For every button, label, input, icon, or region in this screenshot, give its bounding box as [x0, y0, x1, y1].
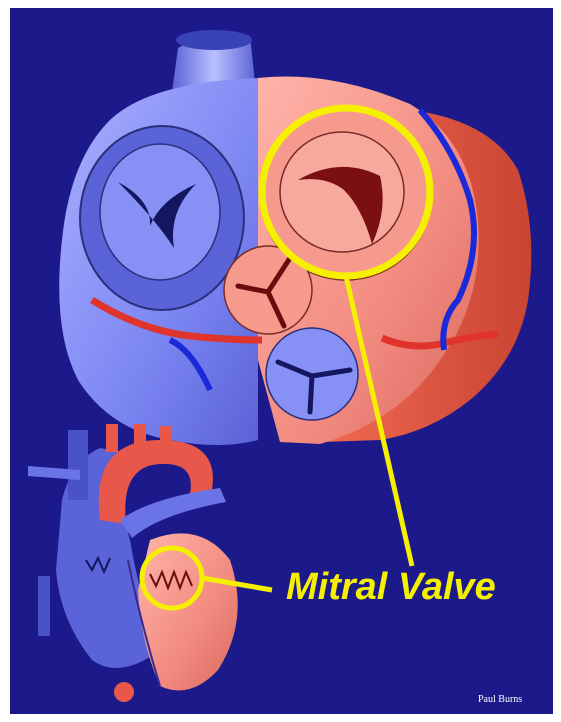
aortic-branch-2: [134, 424, 146, 446]
aortic-branch-1: [106, 424, 118, 452]
author-credit: Paul Burns: [478, 694, 522, 705]
mitral-valve-annulus: [280, 132, 404, 252]
aortic-branch-3: [160, 426, 172, 446]
superior-vena-cava: [68, 430, 88, 500]
vessel-opening: [176, 30, 252, 50]
inferior-vena-cava: [38, 576, 50, 636]
apex-vessel: [114, 682, 134, 702]
mitral-valve-label: Mitral Valve: [286, 566, 496, 609]
